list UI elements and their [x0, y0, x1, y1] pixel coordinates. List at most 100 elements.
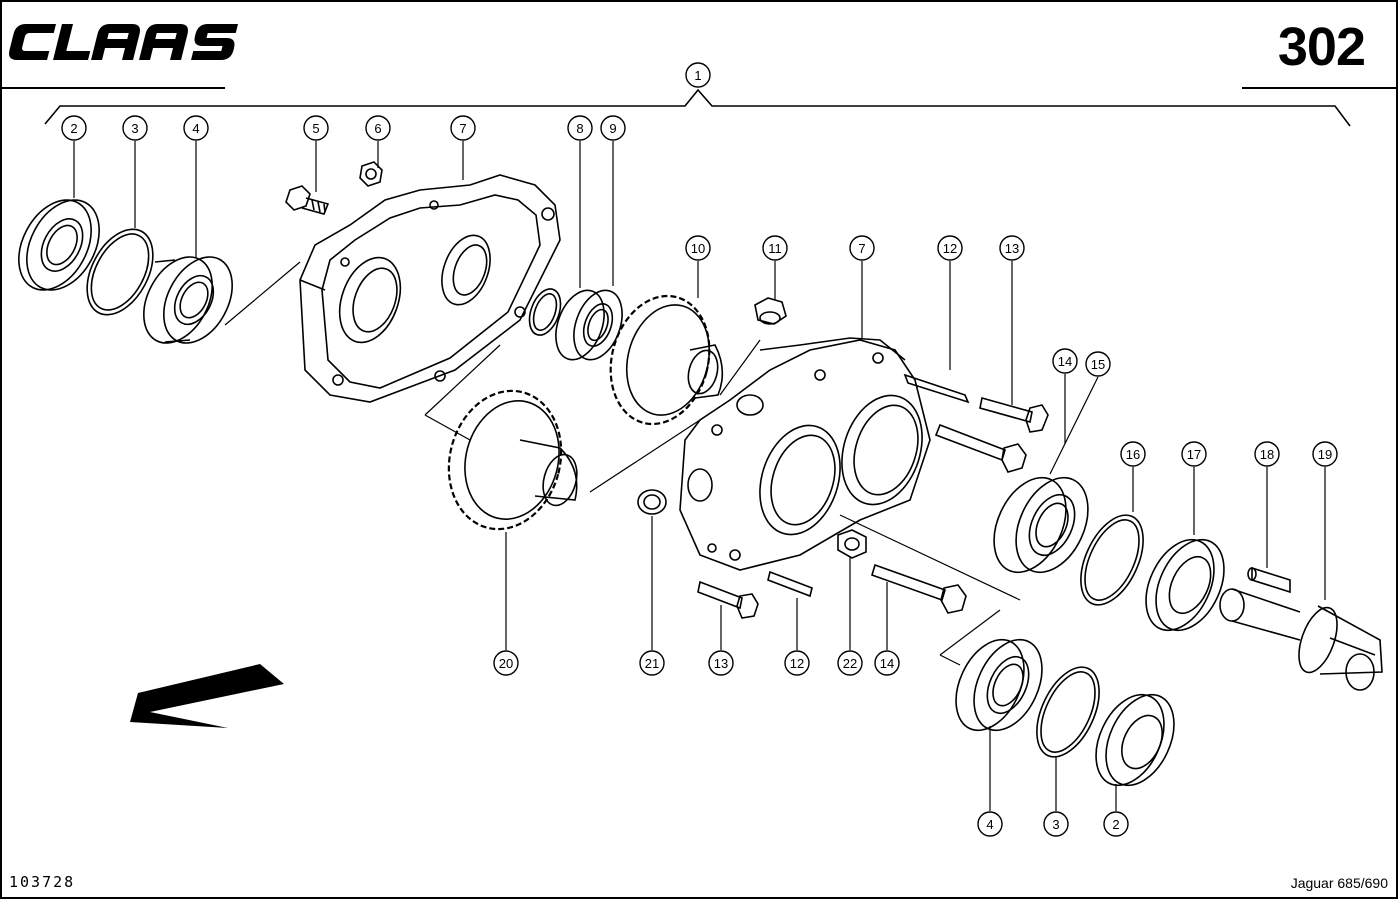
callout-3: 3	[1043, 811, 1069, 837]
hex-bolt-13-lower	[697, 580, 759, 619]
callout-circle	[1312, 441, 1338, 467]
callout-circle	[874, 650, 900, 676]
callout-number: 3	[1052, 817, 1059, 832]
callout-number: 11	[768, 241, 782, 256]
callout-21: 21	[639, 650, 665, 676]
callout-19: 19	[1312, 441, 1338, 467]
callout-circle	[183, 115, 209, 141]
callout-22: 22	[837, 650, 863, 676]
callout-number: 20	[499, 656, 513, 671]
callout-number: 4	[192, 121, 199, 136]
page-number: 302	[1277, 17, 1366, 77]
callout-circle	[1120, 441, 1146, 467]
callout-number: 7	[459, 121, 466, 136]
callout-circle	[977, 811, 1003, 837]
callout-7: 7	[450, 115, 476, 141]
callout-14: 14	[1052, 348, 1078, 374]
callout-number: 17	[1187, 447, 1201, 462]
drive-shaft-19	[1219, 588, 1383, 691]
callout-circle	[784, 650, 810, 676]
hex-bolt-13-upper	[979, 396, 1049, 433]
callout-5: 5	[303, 115, 329, 141]
dowel-pin-12-lower	[767, 570, 813, 598]
callout-circle	[762, 235, 788, 261]
ball-bearing-lower	[955, 638, 1043, 732]
seal-ring-left	[18, 199, 100, 291]
circlip-left	[86, 228, 154, 316]
callout-number: 13	[1005, 241, 1019, 256]
callout-circle	[1103, 811, 1129, 837]
callout-number: 18	[1260, 447, 1274, 462]
feather-key-18	[1247, 566, 1291, 594]
callout-4: 4	[977, 811, 1003, 837]
callout-8: 8	[567, 115, 593, 141]
callout-number: 21	[645, 656, 659, 671]
circlip-16	[1080, 514, 1144, 606]
callout-13: 13	[999, 235, 1025, 261]
gear-housing-cover	[299, 174, 561, 403]
callout-12: 12	[937, 235, 963, 261]
callout-circle	[937, 235, 963, 261]
callout-2: 2	[1103, 811, 1129, 837]
callout-number: 12	[790, 656, 804, 671]
callout-number: 6	[374, 121, 381, 136]
callout-number: 7	[858, 241, 865, 256]
callout-6: 6	[365, 115, 391, 141]
claas-logo	[9, 24, 238, 60]
hex-bolt-14-upper	[934, 423, 1027, 473]
hex-nut-6	[359, 161, 383, 187]
callout-number: 4	[986, 817, 993, 832]
callout-number: 12	[943, 241, 957, 256]
callout-circle	[493, 650, 519, 676]
callout-4: 4	[183, 115, 209, 141]
callout-number: 3	[131, 121, 138, 136]
callout-7: 7	[849, 235, 875, 261]
callout-circle	[708, 650, 734, 676]
callout-14: 14	[874, 650, 900, 676]
callout-17: 17	[1181, 441, 1207, 467]
callout-circle	[685, 235, 711, 261]
drawing-number: 103728	[9, 873, 76, 891]
assembly-bracket	[44, 88, 1351, 127]
callout-13: 13	[708, 650, 734, 676]
callout-number: 2	[1112, 817, 1119, 832]
callout-number: 22	[843, 656, 857, 671]
callout-number: 10	[691, 241, 705, 256]
callout-2: 2	[61, 115, 87, 141]
callout-circle	[600, 115, 626, 141]
direction-arrow	[130, 664, 284, 728]
callout-12: 12	[784, 650, 810, 676]
callout-11: 11	[762, 235, 788, 261]
spur-gear-20	[447, 389, 578, 531]
callout-circle	[1181, 441, 1207, 467]
callout-3: 3	[122, 115, 148, 141]
callout-9: 9	[600, 115, 626, 141]
callout-number: 2	[70, 121, 77, 136]
dowel-pin-12-upper	[903, 373, 970, 404]
callout-circle	[1254, 441, 1280, 467]
callout-number: 8	[576, 121, 583, 136]
gearbox-housing	[679, 337, 931, 571]
callout-circle	[122, 115, 148, 141]
leader-lines	[73, 141, 1326, 811]
callout-number: 1	[694, 68, 701, 83]
callout-circle	[999, 235, 1025, 261]
callout-circle	[1085, 351, 1111, 377]
callout-circle	[1043, 811, 1069, 837]
callout-15: 15	[1085, 351, 1111, 377]
callout-20: 20	[493, 650, 519, 676]
callout-10: 10	[685, 235, 711, 261]
callout-circle	[567, 115, 593, 141]
callout-circle	[303, 115, 329, 141]
callout-circle	[365, 115, 391, 141]
circlip-lower	[1036, 666, 1100, 758]
callout-circle	[61, 115, 87, 141]
callout-circle	[450, 115, 476, 141]
ball-bearing-15	[993, 476, 1089, 574]
circlip-8	[528, 288, 562, 336]
callout-number: 19	[1318, 447, 1332, 462]
ball-bearing-left	[143, 256, 233, 344]
callout-number: 15	[1091, 357, 1105, 372]
